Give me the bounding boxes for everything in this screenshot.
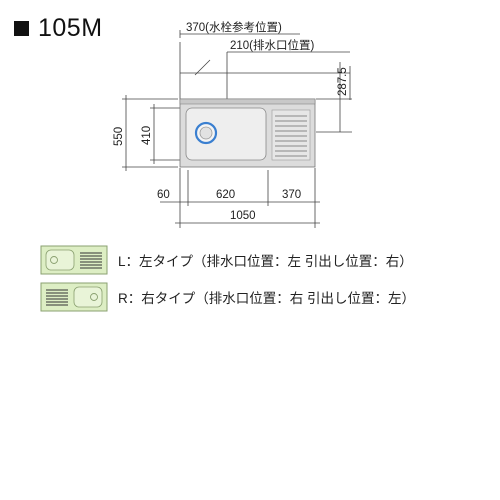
title-square-icon — [14, 20, 29, 36]
title-row: 105M — [14, 12, 103, 44]
legend-item-l: L：左タイプ（排水口位置：左 引出し位置：右） — [40, 245, 413, 275]
legend-label-l: L：左タイプ（排水口位置：左 引出し位置：右） — [118, 254, 413, 269]
sink-dimension-diagram: 370(水栓参考位置) 210(排水口位置) 287.5 550 410 60 … — [113, 20, 352, 228]
dim-total-width: 1050 — [230, 210, 256, 222]
dim-drain-pos: 210(排水口位置) — [230, 38, 315, 52]
dim-right-height: 287.5 — [337, 67, 349, 96]
legend-label-r: R：右タイプ（排水口位置：右 引出し位置：左） — [118, 291, 415, 306]
dim-drainboard-width: 370 — [282, 189, 301, 201]
dimension-labels: 370(水栓参考位置) 210(排水口位置) 287.5 550 410 60 … — [113, 20, 349, 222]
dim-bowl-width: 620 — [216, 189, 235, 201]
legend-thumb-r-icon — [40, 282, 108, 312]
sink-body — [179, 98, 316, 168]
dim-left-margin: 60 — [157, 189, 170, 201]
legend-thumb-l-icon — [40, 245, 108, 275]
dim-outer-height: 550 — [113, 127, 125, 146]
dim-faucet-ref: 370(水栓参考位置) — [186, 20, 282, 34]
dimension-lines — [122, 30, 352, 228]
page-title: 105M — [38, 13, 103, 42]
legend-item-r: R：右タイプ（排水口位置：右 引出し位置：左） — [40, 282, 415, 312]
dim-bowl-height: 410 — [141, 126, 153, 145]
drainboard-ribs — [271, 109, 311, 161]
